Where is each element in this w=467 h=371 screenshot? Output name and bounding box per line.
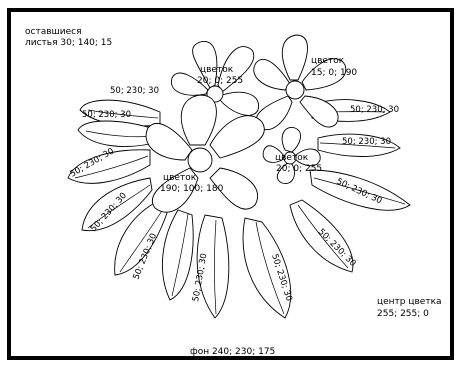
leaf-2 — [77, 120, 159, 147]
svg-text:листья 30; 140; 15: листья 30; 140; 15 — [25, 38, 112, 48]
svg-text:центр цветка: центр цветка — [377, 297, 442, 307]
flower-right-label: цветок 15; 0; 190 — [311, 56, 357, 78]
svg-text:15; 0; 190: 15; 0; 190 — [311, 68, 357, 78]
flower-small-label: цветок 20; 0; 255 — [275, 153, 322, 174]
leaves — [67, 99, 411, 319]
svg-text:20; 0; 255: 20; 0; 255 — [276, 164, 322, 174]
leaf-label: 50; 230; 30 — [350, 105, 399, 115]
leaf-6 — [161, 209, 194, 301]
flower-top-label: цветок 20; 0; 255 — [197, 65, 243, 86]
leaf-10 — [309, 169, 411, 211]
flower-small — [262, 127, 321, 184]
svg-text:20; 0; 255: 20; 0; 255 — [197, 76, 243, 86]
flower-right — [253, 34, 347, 131]
svg-text:255; 255; 0: 255; 255; 0 — [377, 309, 429, 319]
leaf-4 — [81, 177, 153, 232]
leaf-7 — [196, 214, 230, 319]
flower-big — [145, 94, 265, 213]
svg-text:цветок: цветок — [275, 153, 309, 163]
leaf-label: 50; 230; 30 — [342, 137, 391, 147]
leaf-5 — [114, 199, 169, 276]
flower-big-label: цветок 190; 100; 180 — [160, 173, 224, 194]
svg-text:цветок: цветок — [311, 56, 345, 66]
flower-center-label: центр цветка 255; 255; 0 — [377, 297, 442, 319]
leaf-8 — [242, 217, 292, 319]
background-label: фон 240; 230; 175 — [190, 347, 275, 357]
leaf-label: 50; 230; 30 — [110, 86, 159, 96]
svg-text:оставшиеся: оставшиеся — [25, 27, 82, 37]
remaining-leaves-label: оставшиеся листья 30; 140; 15 — [25, 27, 112, 48]
svg-text:цветок: цветок — [163, 173, 197, 183]
leaf-label: 50; 230; 30 — [82, 110, 131, 120]
svg-text:190; 100; 180: 190; 100; 180 — [160, 184, 224, 194]
svg-text:цветок: цветок — [200, 65, 234, 75]
